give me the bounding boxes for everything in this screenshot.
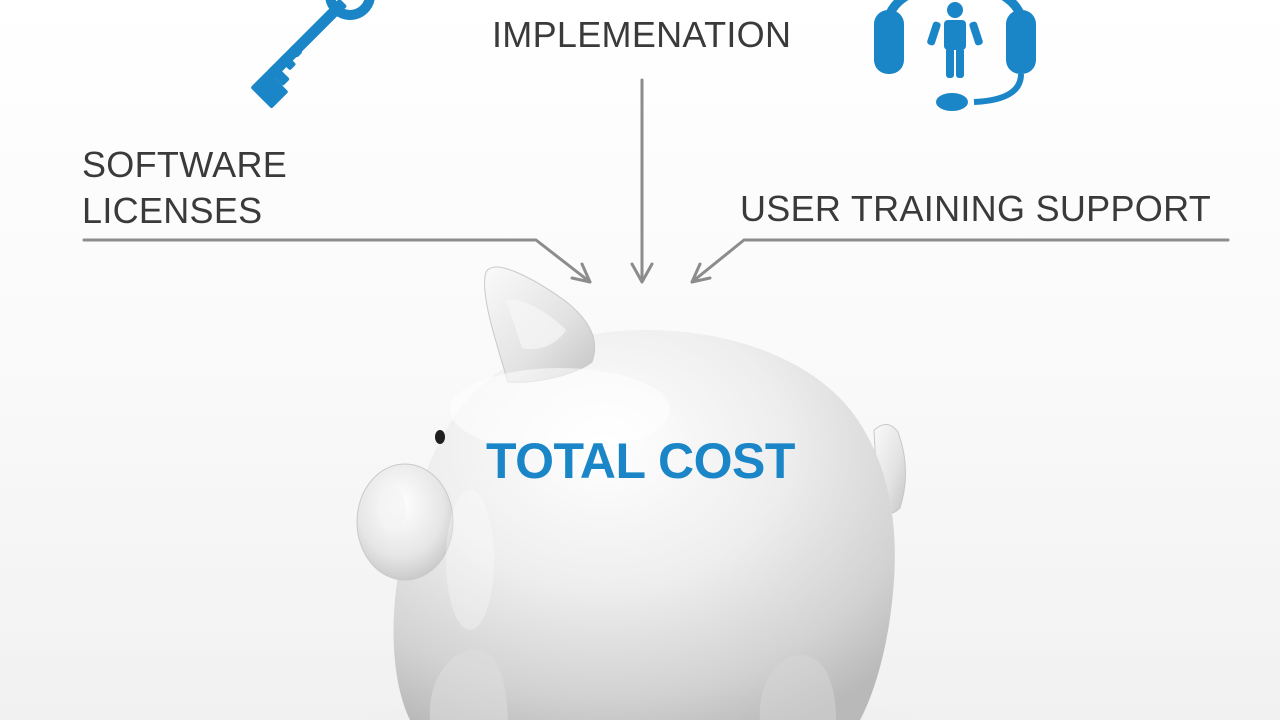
headset-person-icon [874, 0, 1036, 111]
software-licenses-label: SOFTWARE LICENSES [82, 142, 287, 234]
user-training-support-label: USER TRAINING SUPPORT [740, 188, 1212, 229]
software-label-line1: SOFTWARE [82, 144, 288, 185]
training-arrowhead [690, 262, 712, 284]
total-cost-label: TOTAL COST [486, 433, 795, 489]
piggy-bank-icon [310, 266, 970, 720]
software-arrowhead [570, 262, 592, 284]
implementation-label: IMPLEMENATION [492, 14, 792, 55]
implementation-arrowhead [630, 262, 654, 284]
key-icon [251, 0, 376, 108]
training-arrow [690, 238, 1230, 284]
software-label-line2: LICENSES [82, 190, 263, 231]
software-arrow [82, 238, 592, 284]
connector-lines [82, 78, 1230, 284]
